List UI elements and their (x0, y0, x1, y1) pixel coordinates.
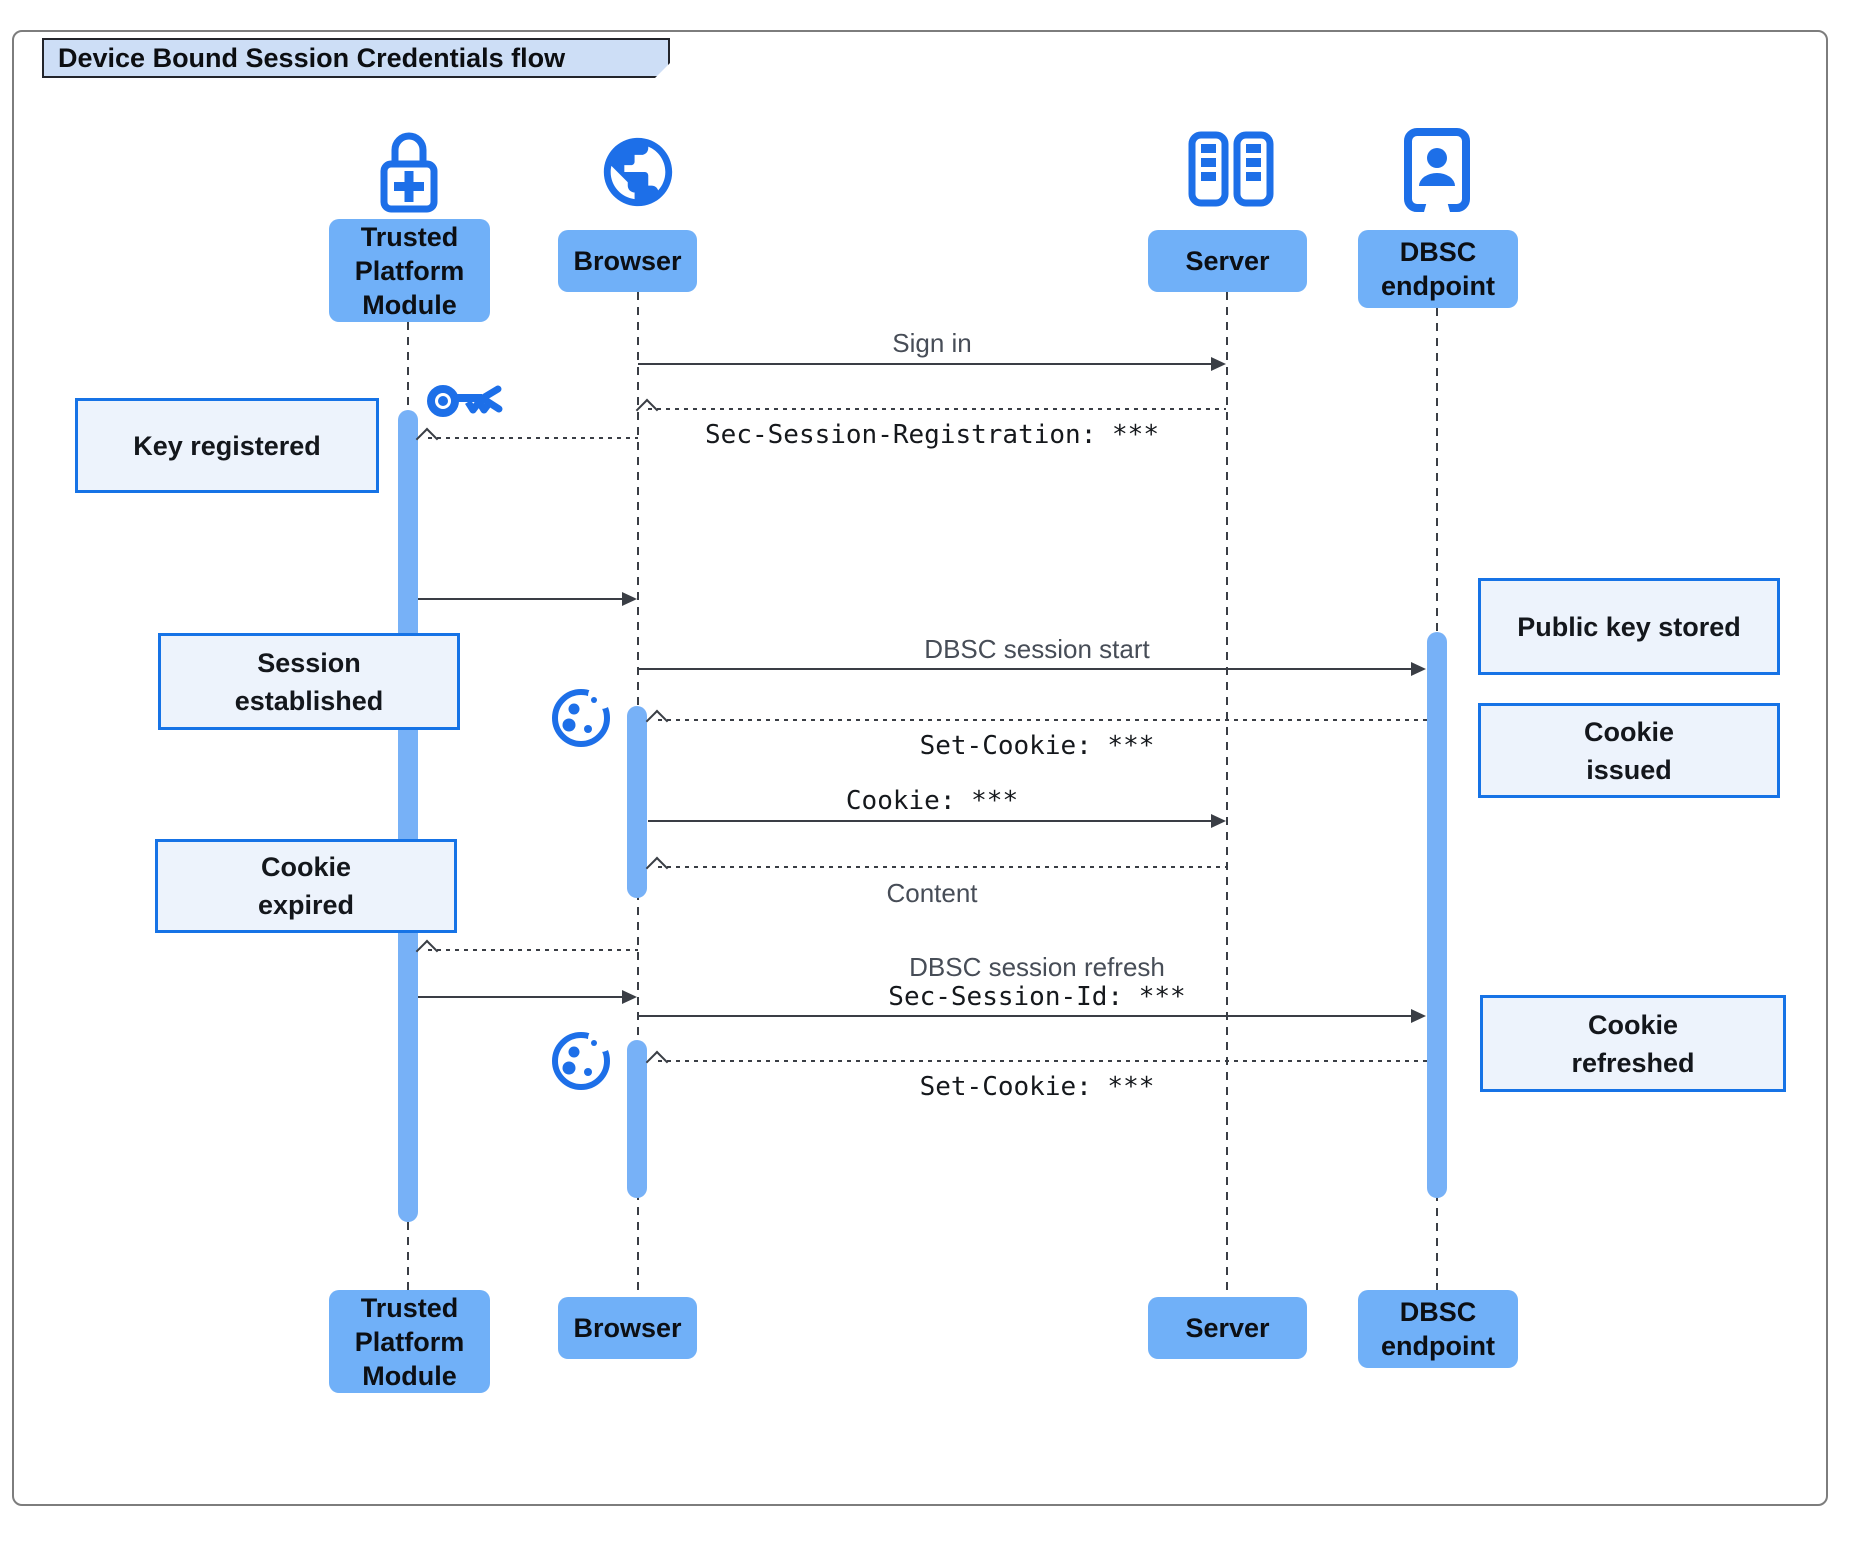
actor-browser-label: Browser (573, 246, 682, 276)
message-label-sign-in: Sign in (892, 328, 972, 358)
actor-dbsc-label-line: DBSC (1399, 237, 1477, 267)
message-set-cookie-1 (658, 719, 1427, 721)
actor-server-bottom: Server (1148, 1297, 1307, 1359)
arrowhead (622, 990, 637, 1004)
message-dbsc-session-refresh (638, 1015, 1412, 1017)
actor-dbsc-top: DBSC endpoint (1358, 230, 1518, 308)
actor-dbsc-label-line: DBSC (1399, 1297, 1477, 1327)
actor-browser-bottom: Browser (558, 1297, 697, 1359)
message-label-dbsc-session-refresh: DBSC session refresh (909, 952, 1165, 982)
message-content (658, 866, 1226, 868)
message-set-cookie-2 (658, 1060, 1427, 1062)
message-sign-in (638, 363, 1214, 365)
note-public-key-stored: Public key stored (1478, 578, 1780, 675)
message-dbsc-session-start (638, 668, 1412, 670)
actor-browser-top: Browser (558, 230, 697, 292)
note-text: issued (1586, 754, 1672, 785)
actor-dbsc-bottom: DBSC endpoint (1358, 1290, 1518, 1368)
message-cookie-expired-ack (428, 949, 638, 951)
note-cookie-issued: Cookie issued (1478, 703, 1780, 798)
cookie-icon (548, 1026, 614, 1092)
note-cookie-expired: Cookie expired (155, 839, 457, 933)
lock-plus-icon (377, 126, 441, 214)
actor-tpm-bottom: Trusted Platform Module (329, 1290, 490, 1393)
note-cookie-refreshed: Cookie refreshed (1480, 995, 1786, 1092)
arrowhead (1211, 357, 1226, 371)
note-key-registered: Key registered (75, 398, 379, 493)
actor-browser-label: Browser (573, 1313, 682, 1343)
actor-server-label: Server (1185, 246, 1270, 276)
note-text: Session (257, 647, 361, 678)
note-text: Public key stored (1517, 611, 1741, 642)
message-label-cookie: Cookie: *** (845, 786, 1019, 816)
badge-person-icon (1404, 128, 1470, 214)
actor-tpm-label-line: Trusted (360, 1292, 459, 1323)
key-icon (426, 378, 504, 424)
lifeline-server (1226, 292, 1228, 1297)
actor-dbsc-label-line: endpoint (1381, 1331, 1495, 1361)
arrowhead (622, 592, 637, 606)
message-label-sec-session-id: Sec-Session-Id: *** (888, 982, 1186, 1012)
actor-tpm-label-line: Platform (354, 1326, 465, 1357)
message-cookie (648, 820, 1214, 822)
note-session-established: Session established (158, 633, 460, 730)
activation-tpm (398, 410, 418, 1222)
message-tpm-to-browser-2 (418, 996, 624, 998)
arrowhead (1211, 814, 1226, 828)
actor-tpm-label-line: Module (362, 289, 457, 320)
diagram-title: Device Bound Session Credentials flow (42, 38, 670, 78)
activation-dbsc (1427, 632, 1447, 1198)
arrowhead (1411, 662, 1426, 676)
actor-server-top: Server (1148, 230, 1307, 292)
cookie-icon (548, 683, 614, 749)
message-label-set-cookie-1: Set-Cookie: *** (919, 731, 1155, 761)
message-key-registration-ack (428, 437, 638, 439)
actor-tpm-label-line: Trusted (360, 221, 459, 252)
activation-browser-1 (627, 706, 647, 898)
message-label-content: Content (886, 878, 978, 908)
actor-tpm-label-line: Platform (354, 255, 465, 286)
message-sec-session-registration (648, 408, 1226, 410)
arrowhead (1411, 1009, 1426, 1023)
note-text: Cookie (1583, 716, 1675, 747)
actor-tpm-label-line: Module (362, 1360, 457, 1391)
note-text: Cookie (260, 852, 352, 882)
globe-icon (597, 131, 679, 213)
note-text: refreshed (1571, 1047, 1695, 1078)
server-racks-icon (1188, 131, 1274, 207)
actor-server-label: Server (1185, 1313, 1270, 1343)
note-text: established (234, 685, 384, 716)
note-text: Cookie (1587, 1009, 1679, 1040)
activation-browser-2 (627, 1040, 647, 1198)
message-label-sec-session-registration: Sec-Session-Registration: *** (705, 420, 1159, 450)
note-text: Key registered (133, 430, 321, 461)
note-text: expired (257, 890, 355, 920)
message-label-set-cookie-2: Set-Cookie: *** (919, 1072, 1155, 1102)
actor-tpm-top: Trusted Platform Module (329, 219, 490, 322)
actor-dbsc-label-line: endpoint (1381, 271, 1495, 301)
message-label-dbsc-session-start: DBSC session start (924, 634, 1150, 664)
message-tpm-to-browser-1 (418, 598, 624, 600)
